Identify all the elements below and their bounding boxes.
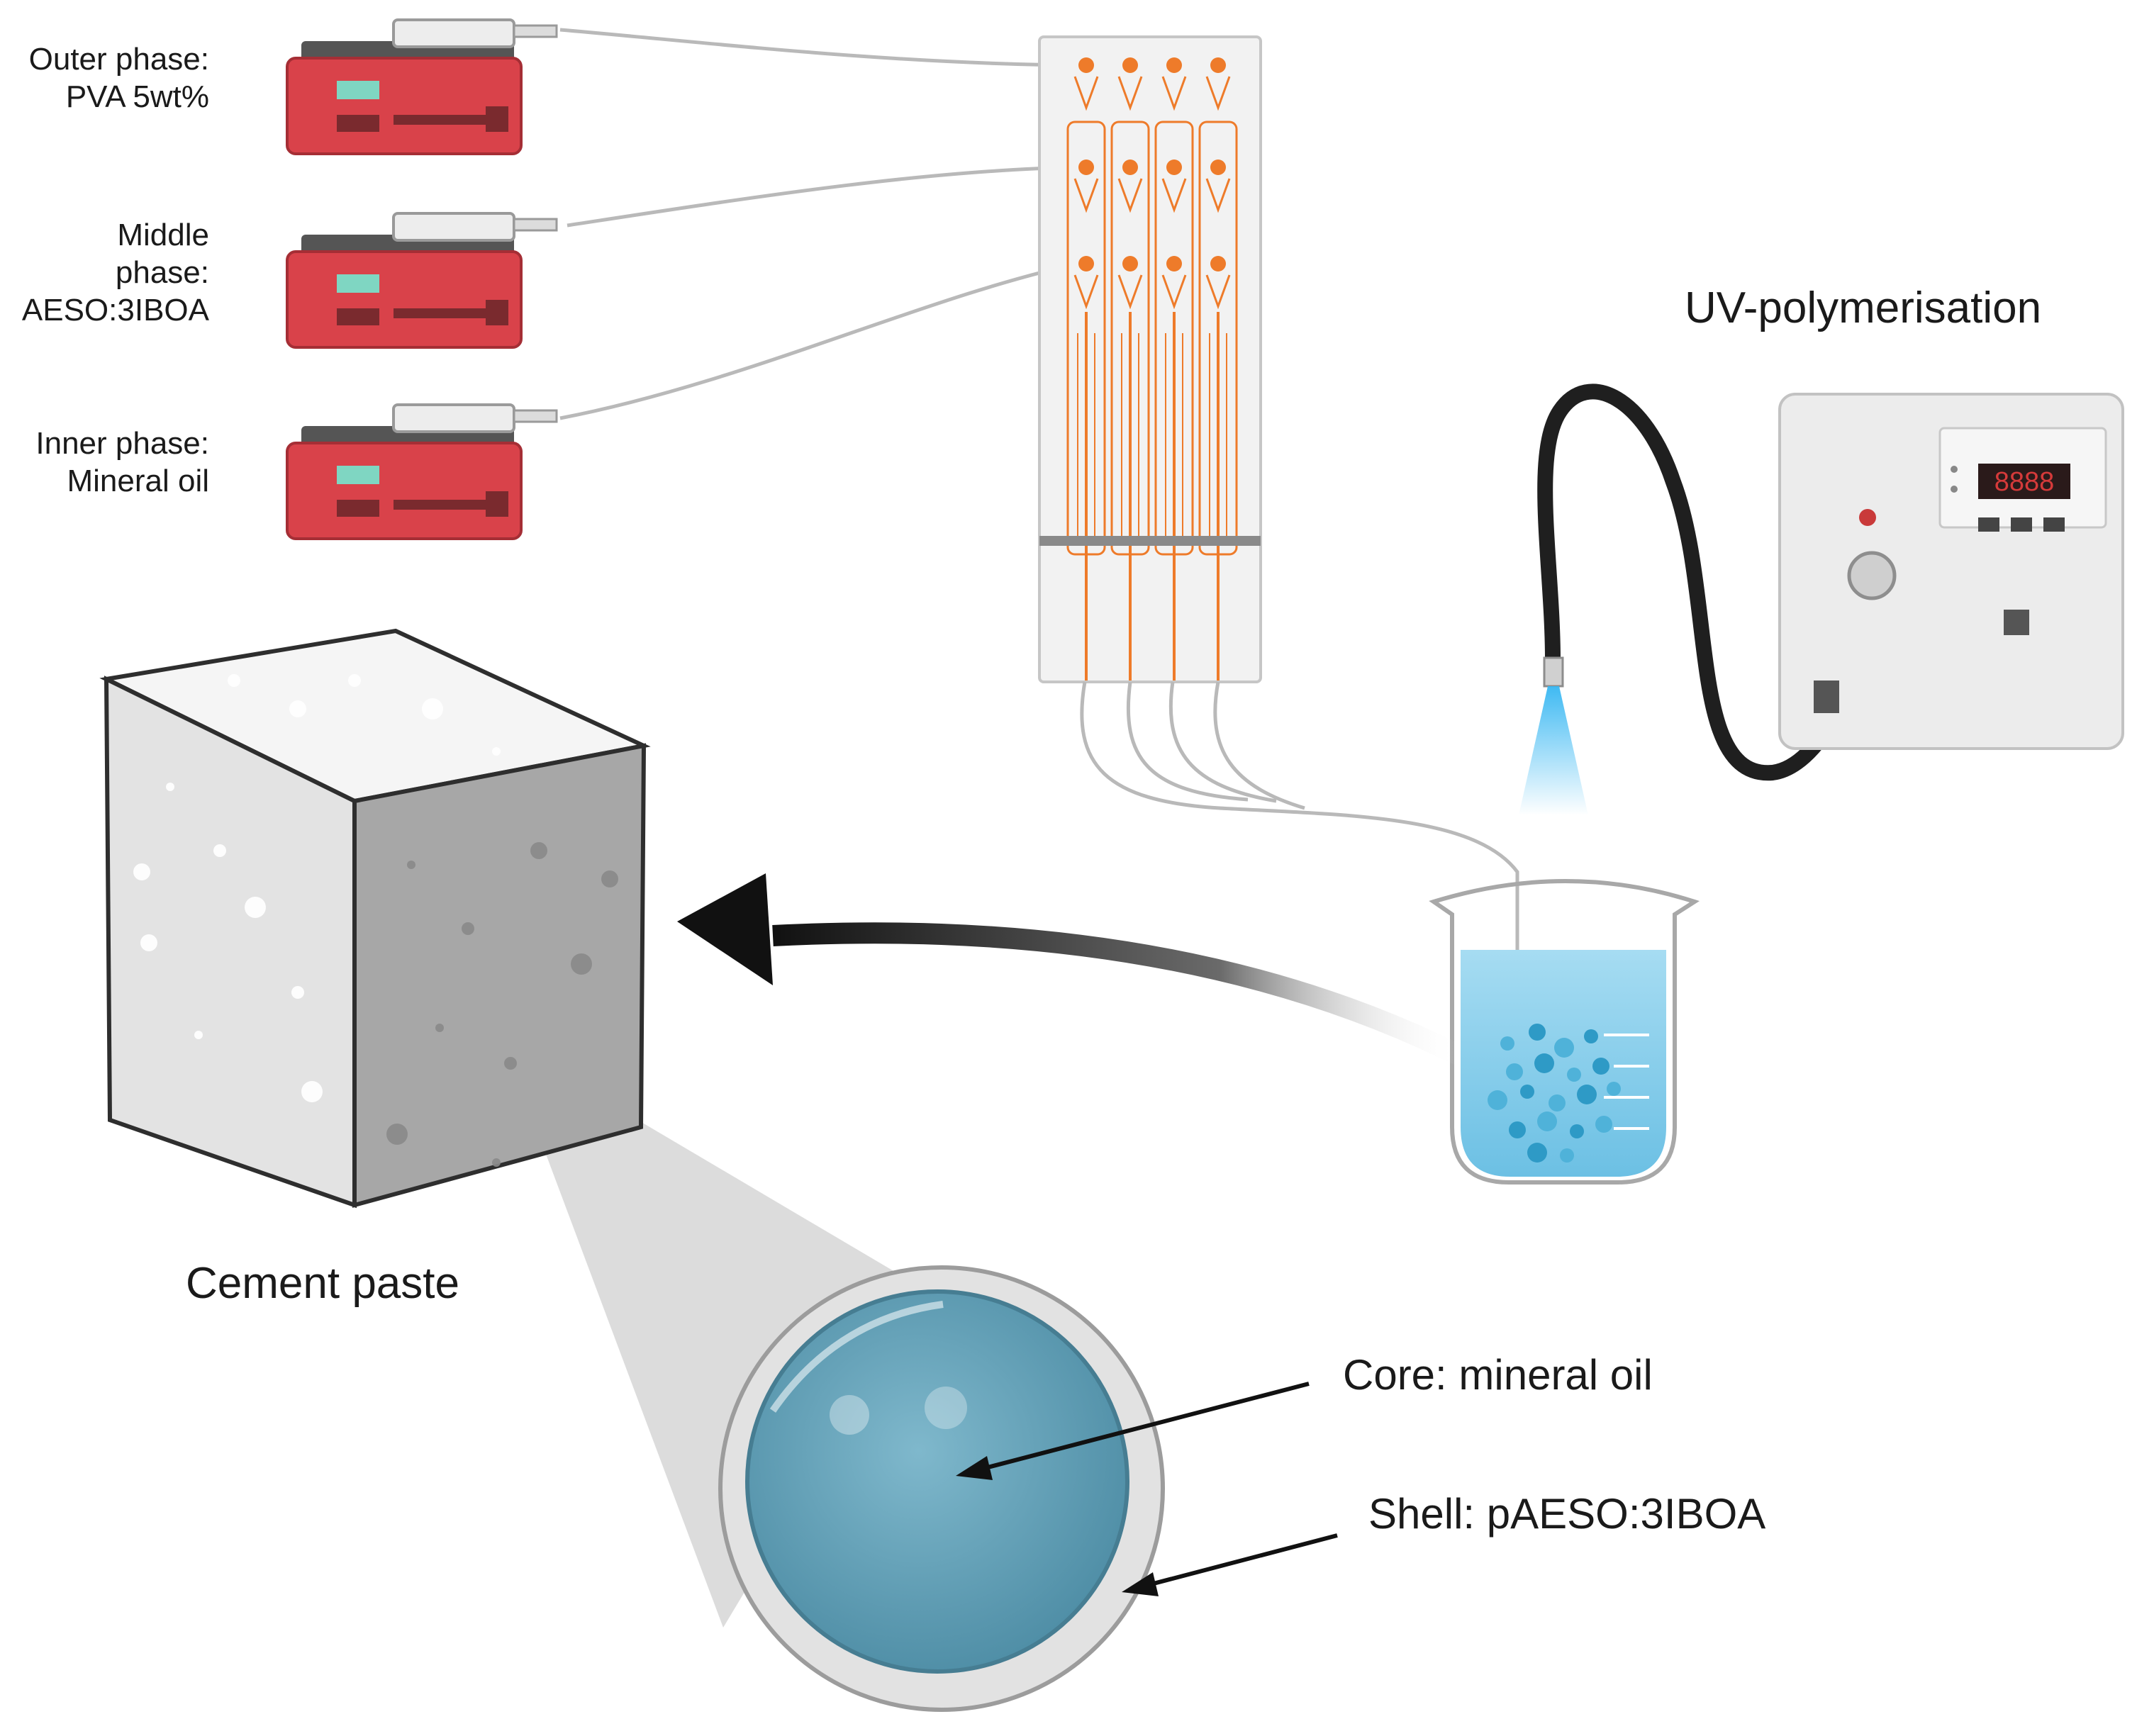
chip-channels <box>1066 57 1238 681</box>
microcapsule <box>1595 1116 1612 1133</box>
cement-pore <box>194 1031 203 1039</box>
microcapsule <box>1527 1143 1547 1163</box>
beaker <box>1429 879 1700 1185</box>
microcapsule <box>1549 1094 1566 1111</box>
cement-pore <box>140 934 157 951</box>
microcapsule <box>1529 1024 1546 1041</box>
microcapsule <box>1554 1038 1574 1058</box>
microcapsule <box>1607 1082 1621 1096</box>
transfer-arrow <box>677 873 1466 1066</box>
arrow-head-icon <box>677 873 773 985</box>
cement-pore <box>435 1024 444 1032</box>
cement-pore <box>601 870 618 887</box>
outlet-tubes <box>1080 681 1519 1077</box>
microcapsule <box>1592 1058 1609 1075</box>
microcapsule <box>1488 1090 1507 1110</box>
cement-pore <box>291 986 304 999</box>
cement-pore <box>462 922 474 935</box>
cement-pore <box>245 897 266 918</box>
syringe-pump-outer <box>286 18 558 155</box>
cement-pore <box>530 842 547 859</box>
cement-pore <box>289 700 306 717</box>
cement-pore <box>228 674 240 687</box>
capsule <box>718 1265 1165 1712</box>
chip-channel-column <box>1154 57 1194 681</box>
microcapsule <box>1500 1036 1514 1051</box>
cement-pore <box>213 844 226 857</box>
microcapsule <box>1567 1068 1581 1082</box>
cement-pore <box>166 783 174 791</box>
beaker-graduations <box>1604 1034 1649 1130</box>
microcapsule <box>1584 1029 1598 1043</box>
microcapsule <box>1537 1111 1557 1131</box>
syringe-pump-inner <box>286 403 558 540</box>
microcapsule <box>1520 1085 1534 1099</box>
microcapsule <box>1506 1063 1523 1080</box>
cement-pore <box>492 1158 501 1167</box>
inner-phase-tube <box>559 262 1078 420</box>
cement-pore <box>407 861 415 869</box>
syringe-pump-middle <box>286 212 558 349</box>
cement-pore <box>386 1124 408 1145</box>
microcapsule <box>1509 1121 1526 1138</box>
microcapsule <box>1560 1148 1574 1163</box>
zoom-cone <box>503 1041 926 1628</box>
microcapsule <box>1534 1053 1554 1073</box>
middle-phase-label: Middle phase: AESO:3IBOA <box>21 218 209 327</box>
inner-phase-label: Inner phase: Mineral oil <box>35 426 209 498</box>
cement-pore <box>492 747 501 756</box>
shell-label: Shell: pAESO:3IBOA <box>1368 1490 1766 1538</box>
microfluidic-chip <box>1038 35 1262 683</box>
outer-phase-label: Outer phase: PVA 5wt% <box>28 42 209 114</box>
cement-pore <box>422 698 443 719</box>
feed-tubes <box>559 28 1078 420</box>
chip-channel-column <box>1110 57 1150 681</box>
cement-pore <box>571 953 592 975</box>
microcapsule <box>1570 1124 1584 1138</box>
cement-pore <box>301 1081 323 1102</box>
cement-cube <box>99 628 651 1209</box>
chip-channel-column <box>1198 57 1238 681</box>
microcapsules-in-beaker <box>1488 1024 1621 1163</box>
microcapsule <box>1577 1085 1597 1104</box>
cement-pore <box>504 1057 517 1070</box>
cement-pore <box>348 674 361 687</box>
cement-pores <box>133 674 618 1167</box>
uv-lamp: 8888 <box>1519 383 2124 815</box>
outer-phase-tube <box>559 28 1078 67</box>
middle-phase-tube <box>567 165 1078 228</box>
uv-polymerisation-label: UV-polymerisation <box>1685 284 2042 332</box>
core-label: Core: mineral oil <box>1343 1351 1653 1399</box>
uv-display-readout: 8888 <box>1994 467 2055 497</box>
leader-arrows <box>956 1382 1338 1596</box>
cement-pore <box>133 863 150 880</box>
cement-paste-label: Cement paste <box>186 1259 459 1308</box>
chip-channel-column <box>1066 57 1106 681</box>
